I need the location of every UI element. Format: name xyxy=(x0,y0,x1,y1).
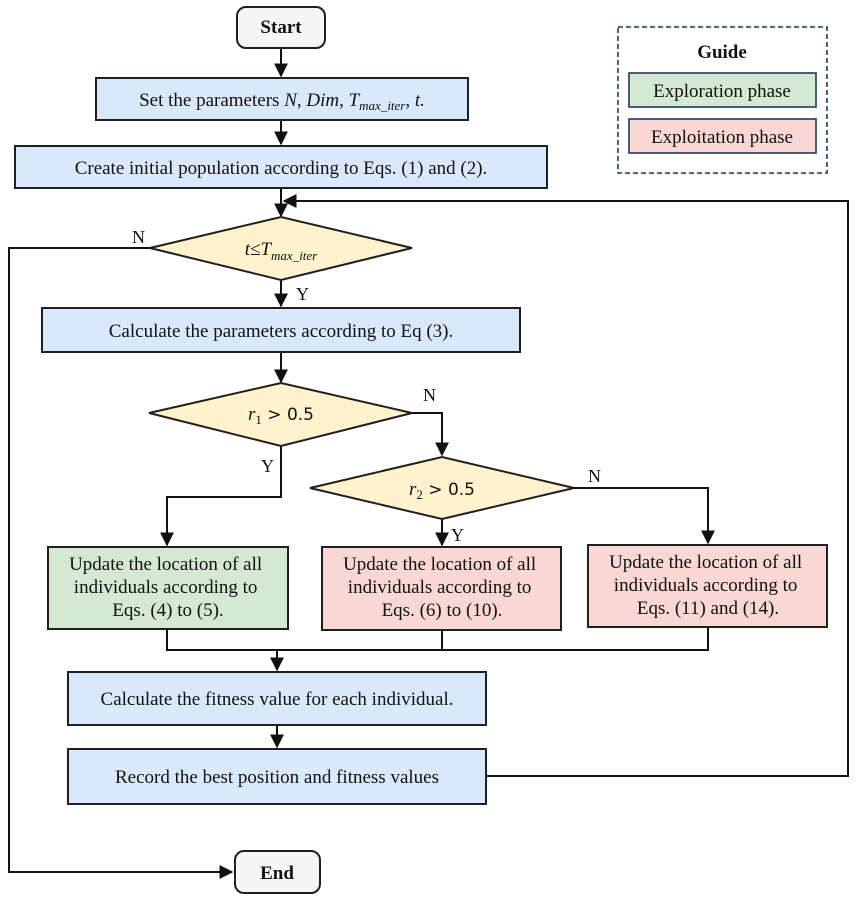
decision-iteration-yes-label: Y xyxy=(296,284,309,304)
exploitation-update-node-2: Update the location of all individuals a… xyxy=(587,544,828,628)
set-parameters-label: Set the parameters N, Dim, Tmax_iter, t. xyxy=(139,90,425,113)
calculate-fitness-label: Calculate the fitness value for each ind… xyxy=(101,689,454,710)
legend-exploration-label: Exploration phase xyxy=(653,81,791,102)
exploitation-update-1-label: Update the location of all individuals a… xyxy=(343,554,541,621)
decision-iteration: t≤Tmax_iter xyxy=(149,215,413,282)
edge-decision-r1-no xyxy=(412,412,449,457)
edge-loop-back xyxy=(282,194,849,777)
edge-merge-updates xyxy=(166,627,709,651)
exploitation-update-node-1: Update the location of all individuals a… xyxy=(321,546,562,631)
calculate-fitness-node: Calculate the fitness value for each ind… xyxy=(67,671,487,726)
edge-decision-r2-no xyxy=(574,487,715,545)
decision-r1-yes-label: Y xyxy=(261,456,274,476)
decision-iteration-label: t≤Tmax_iter xyxy=(245,239,318,263)
edge-decision-r1-yes xyxy=(160,446,282,547)
guide-legend: Guide Exploration phase Exploitation pha… xyxy=(617,26,828,174)
start-label: Start xyxy=(260,17,302,38)
decision-r1-no-label: N xyxy=(423,385,436,405)
decision-iteration-no-label: N xyxy=(132,227,145,247)
legend-exploitation-label: Exploitation phase xyxy=(651,127,793,148)
set-parameters-node: Set the parameters N, Dim, Tmax_iter, t. xyxy=(95,77,469,121)
calculate-parameters-label: Calculate the parameters according to Eq… xyxy=(109,321,454,342)
decision-r1-label: r1 > 0.5 xyxy=(248,404,314,427)
end-label: End xyxy=(260,863,294,884)
calculate-parameters-node: Calculate the parameters according to Eq… xyxy=(41,307,521,353)
decision-r2-yes-label: Y xyxy=(451,525,464,545)
decision-r2-label: r2 > 0.5 xyxy=(409,479,475,502)
guide-title: Guide xyxy=(697,42,747,63)
end-node: End xyxy=(234,850,321,894)
start-node: Start xyxy=(236,6,326,49)
exploration-update-label: Update the location of all individuals a… xyxy=(69,554,267,621)
record-best-node: Record the best position and fitness val… xyxy=(67,748,487,805)
exploitation-update-2-label: Update the location of all individuals a… xyxy=(609,552,807,619)
legend-item-exploitation: Exploitation phase xyxy=(628,118,817,154)
edge-decision-t-no xyxy=(8,247,234,879)
legend-item-exploration: Exploration phase xyxy=(628,72,817,108)
create-population-node: Create initial population according to E… xyxy=(14,145,548,189)
decision-r2: r2 > 0.5 xyxy=(309,455,575,521)
decision-r2-no-label: N xyxy=(588,466,601,486)
decision-r1: r1 > 0.5 xyxy=(148,381,413,448)
record-best-label: Record the best position and fitness val… xyxy=(115,767,439,788)
exploration-update-node: Update the location of all individuals a… xyxy=(47,546,289,630)
create-population-label: Create initial population according to E… xyxy=(75,158,488,179)
edges xyxy=(8,48,849,879)
